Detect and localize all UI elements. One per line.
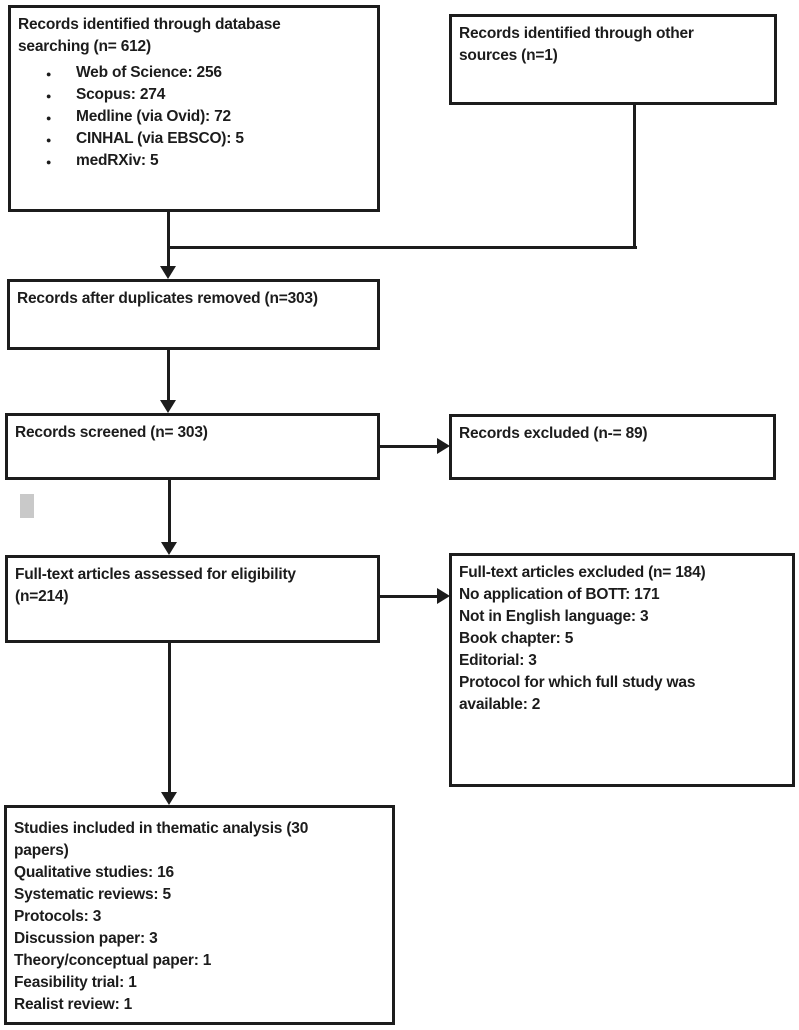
included-study-type: Protocols: 3	[14, 908, 102, 925]
connector-fulltext-to-excluded	[379, 595, 439, 598]
arrowhead-down-icon	[160, 400, 176, 413]
arrowhead-right-icon	[437, 438, 450, 454]
included-study-type: Discussion paper: 3	[14, 930, 158, 947]
box-records-other-sources: Records identified through other sources…	[449, 14, 777, 105]
included-study-type: Theory/conceptual paper: 1	[14, 952, 212, 969]
list-item: CINHAL (via EBSCO): 5	[18, 128, 371, 151]
list-item: medRXiv: 5	[18, 150, 371, 173]
box-records-identified-database: Records identified through database sear…	[8, 5, 380, 212]
connector-db-to-duplicates	[167, 210, 170, 268]
box-fulltext-excluded: Full-text articles excluded (n= 184) No …	[449, 553, 795, 787]
included-study-type: Feasibility trial: 1	[14, 974, 137, 991]
box-title: Records screened (n= 303)	[15, 424, 208, 441]
box-records-excluded: Records excluded (n-= 89)	[449, 414, 776, 480]
exclusion-reason: Not in English language: 3	[459, 608, 649, 625]
arrowhead-right-icon	[437, 588, 450, 604]
included-study-type: Realist review: 1	[14, 996, 133, 1013]
box-title: Records after duplicates removed (n=303)	[17, 290, 318, 307]
arrowhead-down-icon	[161, 792, 177, 805]
included-study-type: Systematic reviews: 5	[14, 886, 171, 903]
arrowhead-down-icon	[160, 266, 176, 279]
box-title: Studies included in thematic analysis (3…	[14, 820, 309, 859]
database-source-list: Web of Science: 256 Scopus: 274 Medline …	[18, 62, 371, 173]
list-item: Medline (via Ovid): 72	[18, 106, 371, 129]
exclusion-reason: Protocol for which full study was availa…	[459, 674, 696, 713]
gray-artifact-mark	[20, 494, 34, 518]
connector-duplicates-to-screened	[167, 348, 170, 402]
connector-othersources-down	[633, 103, 636, 249]
connector-screened-to-excluded	[379, 445, 439, 448]
box-title: Full-text articles assessed for eligibil…	[15, 566, 296, 605]
box-title: Records excluded (n-= 89)	[459, 425, 648, 442]
list-item: Web of Science: 256	[18, 62, 371, 85]
included-study-type: Qualitative studies: 16	[14, 864, 174, 881]
exclusion-reason: No application of BOTT: 171	[459, 586, 660, 603]
arrowhead-down-icon	[161, 542, 177, 555]
connector-screened-to-fulltext	[168, 478, 171, 544]
box-fulltext-assessed: Full-text articles assessed for eligibil…	[5, 555, 380, 643]
box-studies-included: Studies included in thematic analysis (3…	[4, 805, 395, 1025]
exclusion-reason: Editorial: 3	[459, 652, 537, 669]
box-title: Records identified through database sear…	[18, 16, 281, 55]
exclusion-reason: Book chapter: 5	[459, 630, 574, 647]
box-duplicates-removed: Records after duplicates removed (n=303)	[7, 279, 380, 350]
box-title: Records identified through other sources…	[459, 25, 694, 64]
list-item: Scopus: 274	[18, 84, 371, 107]
connector-merge-horizontal	[167, 246, 637, 249]
connector-fulltext-to-included	[168, 641, 171, 794]
box-title: Full-text articles excluded (n= 184)	[459, 564, 706, 581]
box-records-screened: Records screened (n= 303)	[5, 413, 380, 480]
